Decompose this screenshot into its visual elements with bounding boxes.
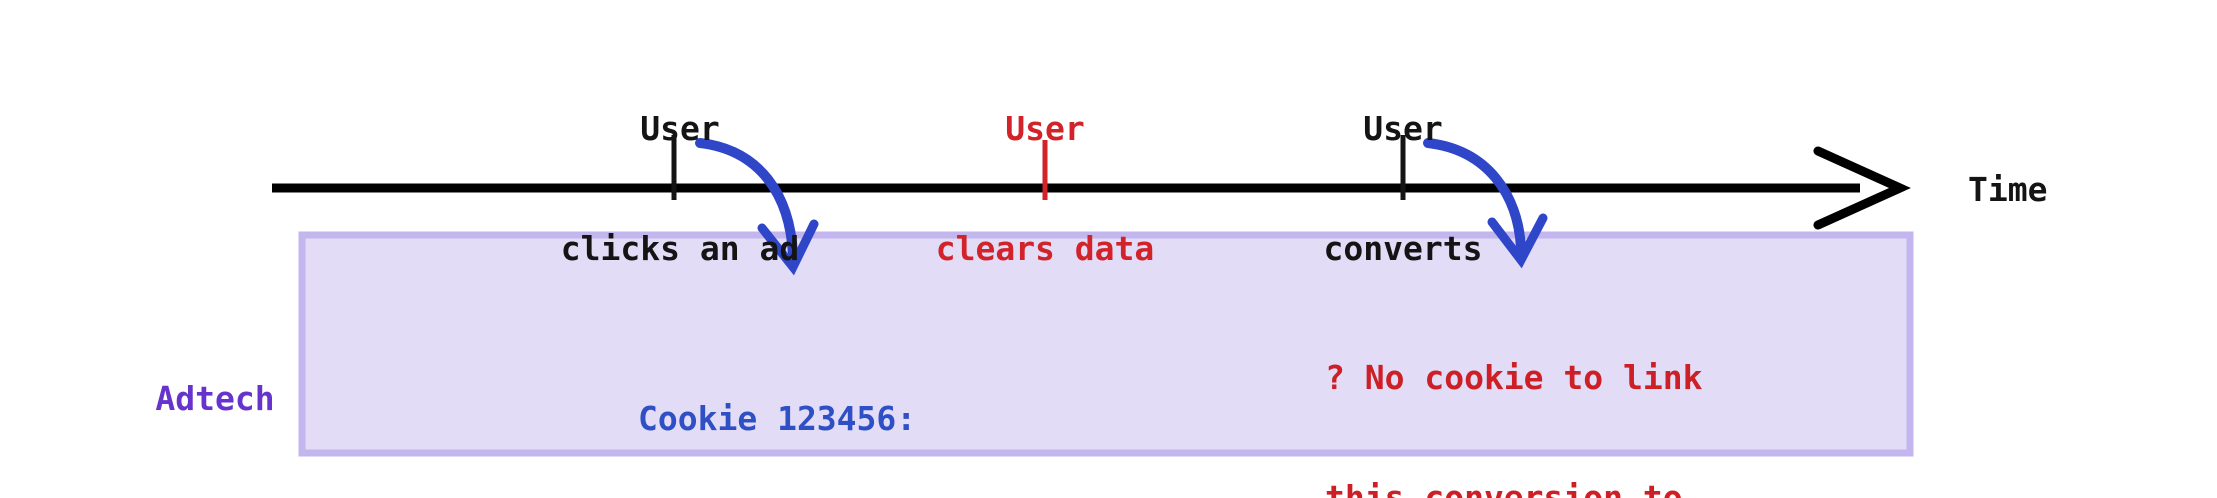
cookie-note-line1: Cookie 123456: xyxy=(638,398,917,438)
click-arrow-head-icon xyxy=(757,219,819,276)
event-label-clear: User clears data xyxy=(915,28,1175,350)
adtech-server-label-line1: Adtech xyxy=(155,378,275,418)
failure-note-line2: this conversion to xyxy=(1325,478,1683,498)
no-conversion-note: ? No cookie to link this conversion to ⇒… xyxy=(1325,277,1703,498)
event-label-clear-line1: User xyxy=(1005,108,1085,148)
event-label-convert-line1: User xyxy=(1363,108,1443,148)
event-label-click-line1: User xyxy=(640,108,720,148)
event-label-convert: User converts xyxy=(1278,28,1528,350)
convert-arrow-head-icon xyxy=(1487,213,1548,269)
event-label-click: User clicks an ad xyxy=(545,28,815,350)
failure-note-line1: ? No cookie to link xyxy=(1325,357,1703,397)
adtech-server-panel xyxy=(298,231,1914,457)
event-label-clear-line2: clears data xyxy=(935,229,1155,269)
convert-to-failure-arrow xyxy=(1423,138,1526,253)
event-label-click-line2: clicks an ad xyxy=(560,229,800,269)
click-to-cookie-arrow xyxy=(695,138,798,260)
timeline-arrowhead-icon xyxy=(1813,146,1911,230)
cookie-logged-note: Cookie 123456: Ad clicked xyxy=(638,318,916,498)
adtech-server-label: Adtech server xyxy=(120,295,310,498)
event-label-convert-line2: converts xyxy=(1323,229,1483,269)
axis-label-time: Time xyxy=(1968,170,2048,209)
